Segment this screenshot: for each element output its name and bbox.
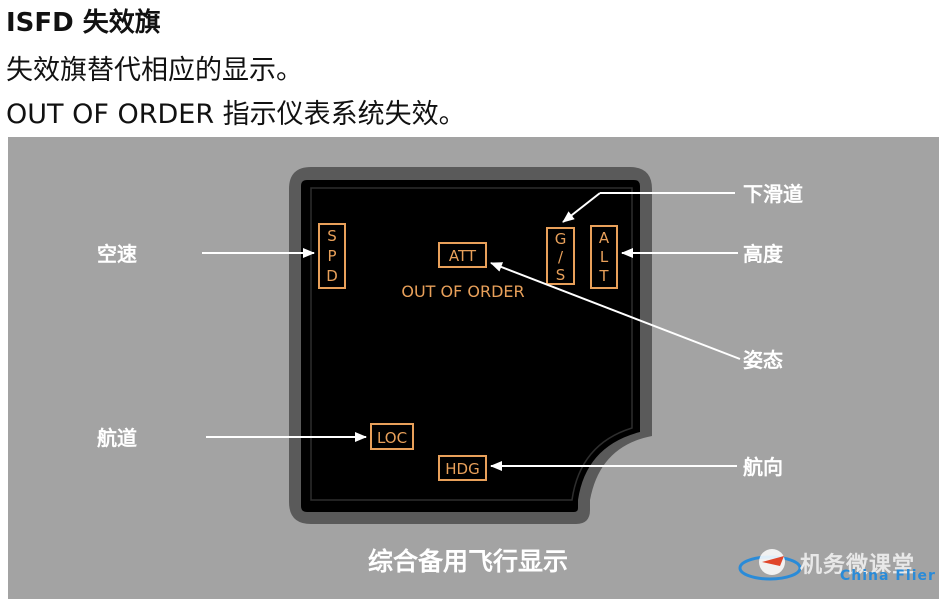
spd-flag-letter: D (326, 267, 338, 285)
callout-heading: 航向 (743, 455, 783, 479)
callout-localizer: 航道 (97, 426, 137, 450)
alt-flag-letter: L (600, 248, 609, 266)
spd-flag-box (318, 223, 346, 289)
loc-flag-box (370, 423, 414, 450)
callout-glideslope: 下滑道 (743, 182, 803, 206)
alt-flag-letter: A (599, 229, 610, 247)
att-flag-label: ATT (449, 247, 477, 265)
callout-speed: 空速 (97, 242, 137, 266)
description-line-1: 失效旗替代相应的显示。 (6, 55, 303, 86)
isfd-screen-frame (310, 187, 633, 501)
isfd-screen (301, 180, 640, 512)
watermark-logo-icon (738, 549, 802, 581)
spd-flag-letter: P (327, 247, 336, 265)
att-flag-box (438, 242, 487, 268)
gs-flag-letter: / (558, 248, 564, 266)
watermark-text: 机务微课堂 (800, 553, 916, 578)
attitude-arrow (490, 262, 741, 360)
callout-attitude: 姿态 (743, 348, 783, 372)
alt-flag-box (590, 225, 618, 289)
description-line-2: OUT OF ORDER 指示仪表系统失效。 (6, 99, 466, 130)
loc-flag-label: LOC (377, 429, 407, 447)
glideslope-arrow-head (562, 192, 601, 223)
spd-flag-letter: S (327, 227, 337, 245)
diagram-caption: 综合备用飞行显示 (368, 547, 568, 576)
alt-flag-letter: T (598, 267, 609, 285)
callout-altitude: 高度 (743, 242, 784, 266)
page-title: ISFD 失效旗 (6, 8, 161, 38)
watermark-subtext: China Flier (840, 568, 936, 584)
gs-flag-box (546, 227, 575, 285)
gs-flag-letter: G (555, 230, 567, 248)
hdg-flag-label: HDG (445, 460, 479, 478)
gs-flag-letter: S (556, 266, 566, 284)
out-of-order-text: OUT OF ORDER (401, 282, 524, 301)
hdg-flag-box (438, 455, 487, 481)
